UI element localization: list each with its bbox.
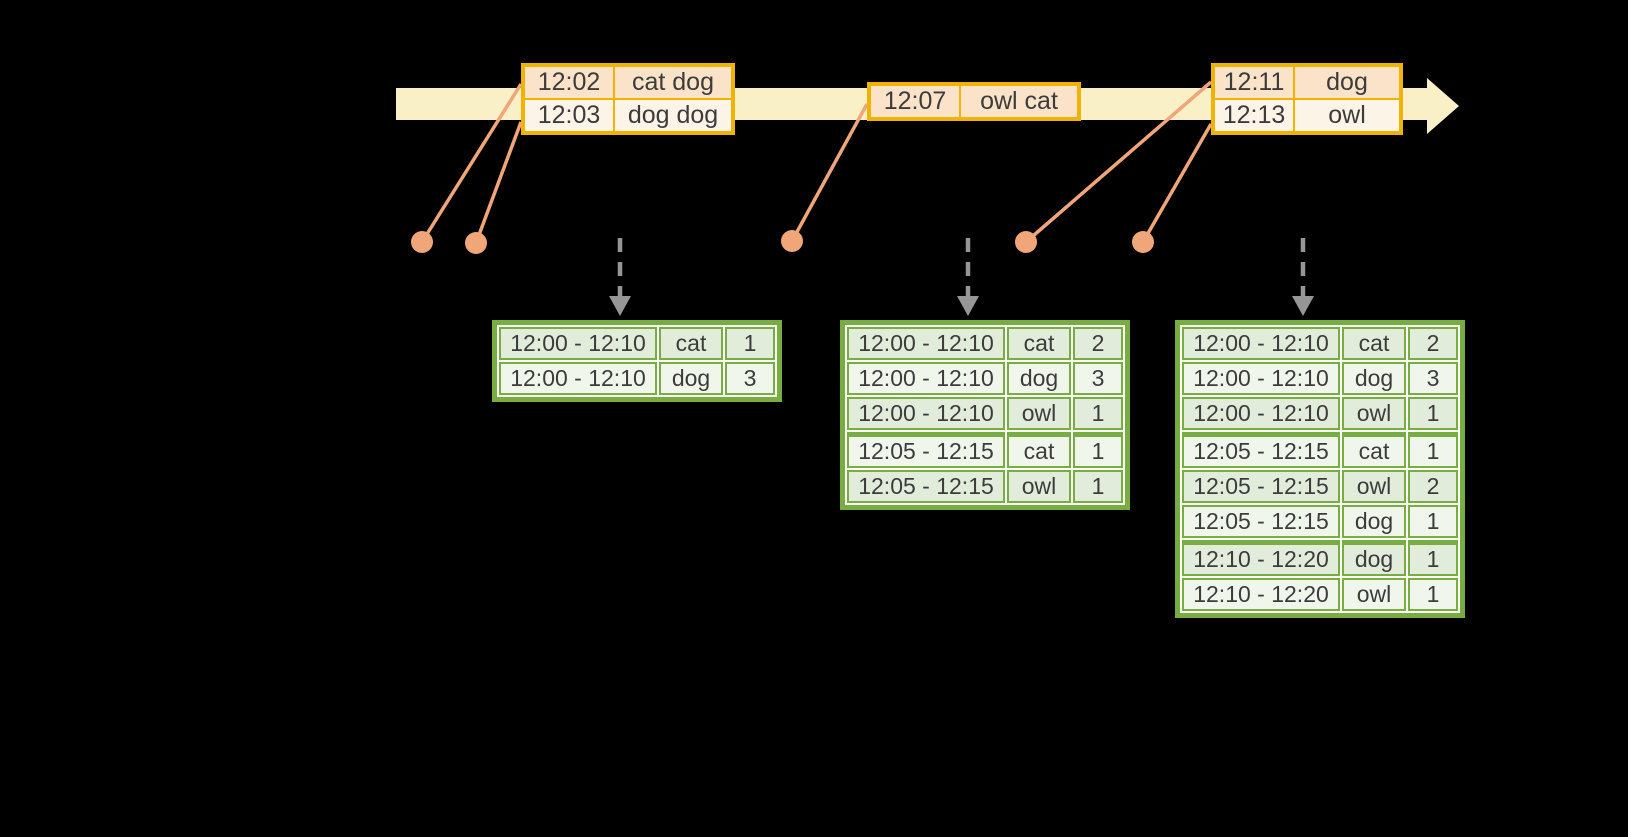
event-dot-icon: [465, 232, 487, 254]
table-cell: 3: [1408, 362, 1458, 395]
table-cell: 12:10 - 12:20: [1182, 578, 1340, 611]
table-cell: 1: [1073, 397, 1123, 430]
event-connector-line: [420, 83, 523, 243]
table-cell: cat: [659, 327, 723, 360]
table-cell: 12:11: [1212, 64, 1295, 100]
table-cell: 1: [1073, 432, 1123, 468]
table-cell: cat: [1007, 432, 1071, 468]
table-cell: 12:10 - 12:20: [1182, 540, 1340, 576]
table-cell: 2: [1408, 470, 1458, 503]
table-cell: owl: [1293, 98, 1402, 134]
table-cell: 1: [1408, 540, 1458, 576]
table-cell: owl cat: [959, 83, 1080, 120]
table-cell: owl: [1007, 397, 1071, 430]
table-cell: 1: [1408, 578, 1458, 611]
table-cell: 12:05 - 12:15: [1182, 432, 1340, 468]
table-cell: 12:05 - 12:15: [847, 470, 1005, 503]
table-cell: 12:03: [522, 98, 615, 134]
table-cell: owl: [1342, 470, 1406, 503]
event-dot-icon: [411, 231, 433, 253]
table-cell: 1: [725, 327, 775, 360]
table-cell: owl: [1007, 470, 1071, 503]
event-connector-line: [474, 121, 523, 244]
table-cell: dog: [1342, 540, 1406, 576]
table-cell: 12:00 - 12:10: [847, 397, 1005, 430]
table-cell: 12:00 - 12:10: [499, 327, 657, 360]
table-cell: 12:05 - 12:15: [1182, 505, 1340, 538]
timeline-arrowhead-icon: [1427, 78, 1459, 134]
table-cell: 3: [725, 362, 775, 395]
table-cell: 2: [1408, 327, 1458, 360]
table-cell: cat: [1342, 327, 1406, 360]
table-cell: 2: [1073, 327, 1123, 360]
table-cell: 12:05 - 12:15: [847, 432, 1005, 468]
table-cell: 1: [1073, 470, 1123, 503]
table-cell: 1: [1408, 505, 1458, 538]
table-cell: 12:00 - 12:10: [1182, 397, 1340, 430]
table-cell: dog: [1293, 64, 1402, 100]
table-cell: 12:05 - 12:15: [1182, 470, 1340, 503]
table-cell: owl: [1342, 578, 1406, 611]
table-cell: dog dog: [613, 98, 734, 134]
event-dot-icon: [781, 230, 803, 252]
table-cell: cat: [1007, 327, 1071, 360]
event-dot-icon: [1015, 231, 1037, 253]
trigger-arrowhead-icon: [609, 296, 631, 316]
event-connector-line: [1141, 123, 1213, 243]
trigger-arrowhead-icon: [957, 296, 979, 316]
table-cell: 12:00 - 12:10: [1182, 327, 1340, 360]
table-cell: dog: [1342, 362, 1406, 395]
table-cell: 1: [1408, 397, 1458, 430]
table-cell: cat: [1342, 432, 1406, 468]
table-cell: 12:07: [868, 83, 961, 120]
event-dot-icon: [1132, 231, 1154, 253]
table-cell: dog: [1007, 362, 1071, 395]
table-cell: 12:00 - 12:10: [847, 362, 1005, 395]
table-cell: 12:00 - 12:10: [499, 362, 657, 395]
event-connector-line: [790, 103, 869, 242]
table-cell: 12:00 - 12:10: [847, 327, 1005, 360]
table-cell: cat dog: [613, 64, 734, 100]
table-cell: 12:02: [522, 64, 615, 100]
table-cell: 1: [1408, 432, 1458, 468]
table-cell: dog: [1342, 505, 1406, 538]
table-cell: owl: [1342, 397, 1406, 430]
event-connector-line: [1024, 80, 1213, 244]
table-cell: 12:00 - 12:10: [1182, 362, 1340, 395]
trigger-arrowhead-icon: [1292, 296, 1314, 316]
table-cell: 3: [1073, 362, 1123, 395]
table-cell: dog: [659, 362, 723, 395]
table-cell: 12:13: [1212, 98, 1295, 134]
